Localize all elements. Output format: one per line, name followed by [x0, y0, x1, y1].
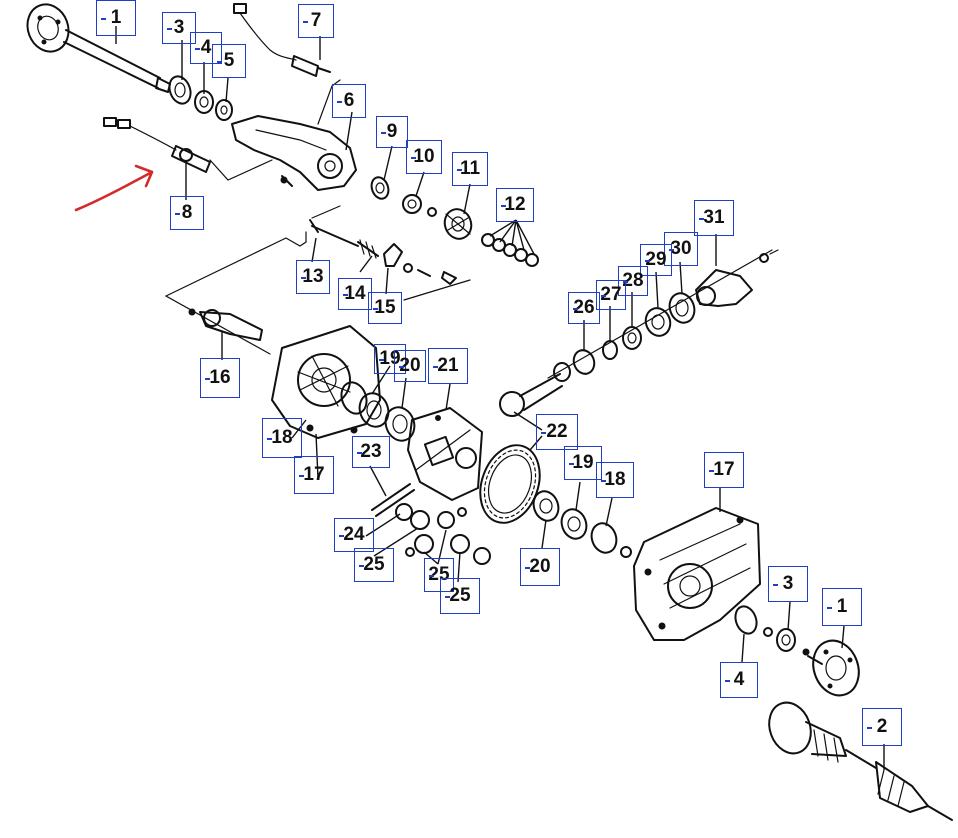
callout-part-29[interactable]: 29 [640, 244, 672, 276]
callout-part-19-lower[interactable]: 19 [564, 446, 602, 480]
cross-shaft [371, 483, 415, 517]
pinion-spacer [553, 362, 571, 382]
race-19b [358, 392, 390, 428]
bearing-10 [402, 194, 437, 217]
callout-part-14[interactable]: 14 [338, 278, 372, 310]
cv-axle [768, 701, 953, 821]
callout-part-1-lower[interactable]: 1 [822, 588, 862, 626]
callout-part-10[interactable]: 10 [406, 140, 442, 174]
callout-part-17-upper[interactable]: 17 [294, 456, 334, 494]
callout-part-20-lower[interactable]: 20 [520, 548, 560, 586]
yoke-16 [188, 308, 263, 341]
callout-part-25-center[interactable]: 25 [424, 558, 454, 592]
callout-part-4-lower[interactable]: 4 [720, 662, 758, 698]
axle-housing [633, 507, 761, 641]
callout-part-24[interactable]: 24 [334, 518, 374, 552]
callout-part-2[interactable]: 2 [862, 708, 902, 746]
callout-part-16[interactable]: 16 [200, 358, 240, 398]
callout-part-5[interactable]: 5 [212, 44, 246, 78]
callout-part-31[interactable]: 31 [694, 200, 734, 236]
callout-part-25-right[interactable]: 25 [440, 578, 480, 614]
bearing-upper [194, 90, 214, 114]
speed-sensor-lower [103, 117, 211, 173]
callout-part-17-lower[interactable]: 17 [704, 452, 744, 488]
housing-cover [271, 325, 381, 439]
annotation-arrow [74, 164, 154, 212]
callout-part-7[interactable]: 7 [298, 4, 334, 38]
bearing-lower [776, 628, 810, 656]
callout-part-20-upper[interactable]: 20 [394, 350, 426, 382]
race-18c [590, 522, 632, 558]
callout-part-4-upper[interactable]: 4 [190, 32, 222, 64]
pinion-yoke-31 [695, 249, 779, 307]
speed-sensor-upper [233, 3, 331, 77]
pinion-gear [499, 373, 563, 417]
callout-part-26[interactable]: 26 [568, 292, 600, 324]
callout-part-19-upper[interactable]: 19 [374, 344, 406, 374]
differential-case [407, 407, 483, 501]
bearing-19c [560, 508, 588, 540]
bearing-19a [340, 381, 368, 415]
callout-part-18-upper[interactable]: 18 [262, 418, 302, 458]
cup-upper [215, 99, 233, 121]
hub-flange-lower [807, 639, 860, 697]
bearing-20b [532, 490, 560, 522]
shift-rod [309, 219, 457, 285]
seal-upper [168, 75, 192, 105]
callout-part-21[interactable]: 21 [428, 348, 468, 384]
callout-part-8[interactable]: 8 [170, 196, 204, 230]
washers-12 [481, 233, 539, 267]
callout-part-3-lower[interactable]: 3 [768, 566, 808, 602]
gear-11 [443, 208, 473, 240]
callout-part-22[interactable]: 22 [536, 414, 578, 450]
callout-part-23[interactable]: 23 [352, 436, 390, 468]
axle-shaft-upper [26, 3, 171, 93]
seal-lower [734, 605, 773, 637]
callout-part-9[interactable]: 9 [376, 116, 408, 148]
callout-part-3-upper[interactable]: 3 [162, 12, 196, 44]
callout-part-12[interactable]: 12 [496, 188, 534, 222]
seal-9 [370, 176, 390, 200]
callout-part-13[interactable]: 13 [296, 260, 330, 294]
callout-part-25-left[interactable]: 25 [354, 548, 394, 582]
callout-part-15[interactable]: 15 [368, 292, 402, 324]
ring-gear [479, 444, 541, 524]
spacer-27 [602, 340, 618, 360]
seal-30 [668, 292, 696, 324]
callout-part-27[interactable]: 27 [596, 280, 626, 310]
callout-part-1-upper[interactable]: 1 [96, 0, 136, 36]
carrier-bracket [231, 115, 357, 191]
leader-lines [115, 26, 885, 770]
callout-part-11[interactable]: 11 [452, 152, 488, 186]
pinion-gears-25 [395, 503, 491, 565]
callout-part-6[interactable]: 6 [332, 84, 366, 118]
bearing-26 [572, 349, 596, 375]
callout-part-18-lower[interactable]: 18 [596, 462, 634, 498]
